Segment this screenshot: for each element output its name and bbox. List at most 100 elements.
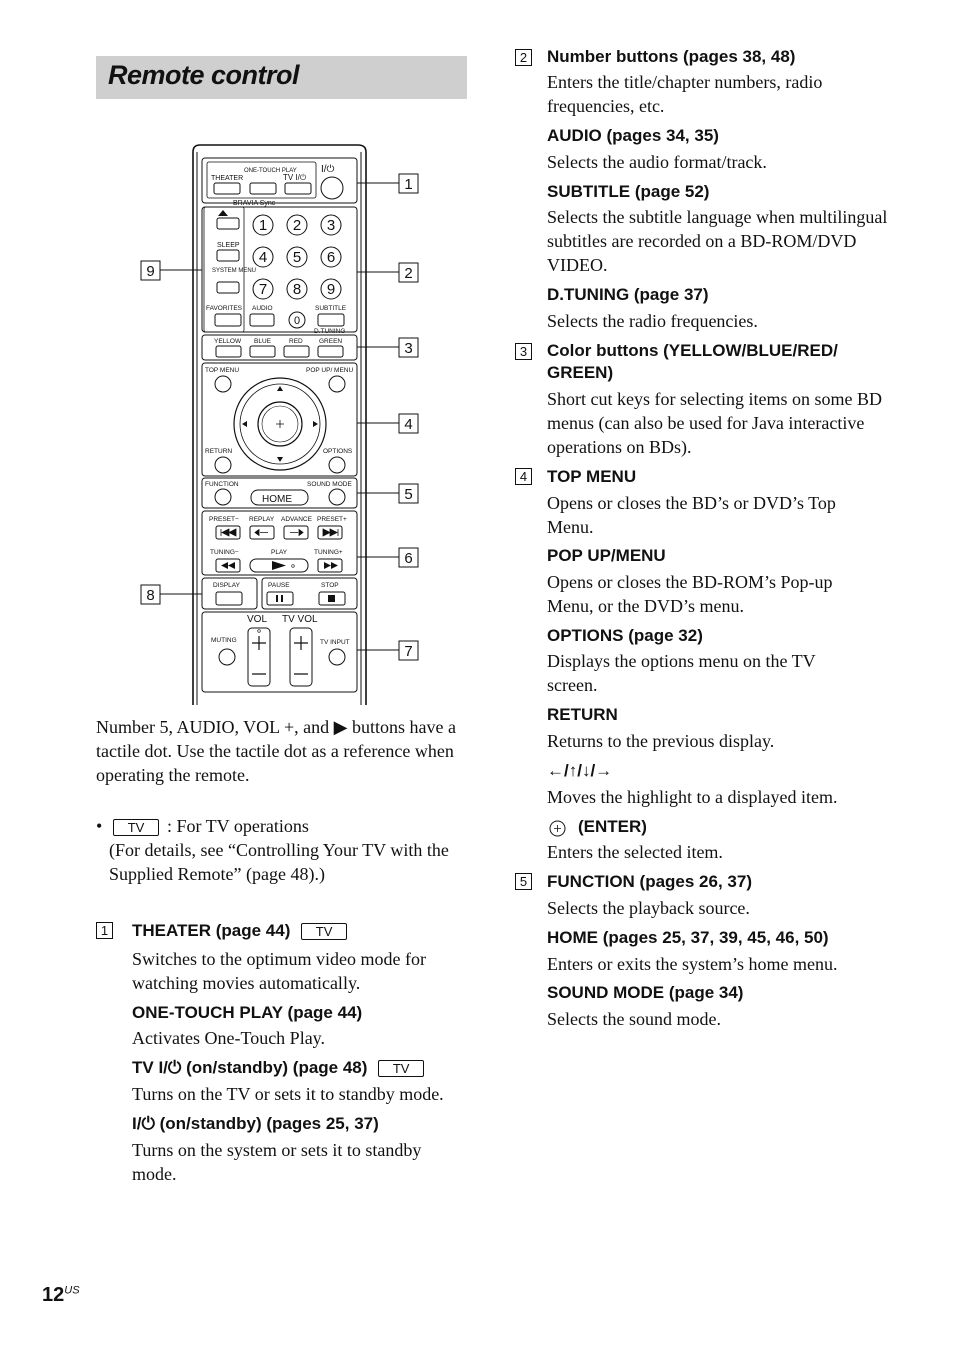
tv-note-1: : For TV operations — [167, 816, 309, 836]
digit-label-7: 7 — [259, 281, 267, 298]
top-menu-button[interactable] — [214, 375, 232, 393]
tv-vol-rocker[interactable] — [289, 627, 313, 687]
tuning-minus-button[interactable] — [215, 558, 241, 573]
tv-power-heading: TV I/⏻ (on/standby) (page 48) TV — [132, 1057, 425, 1079]
one-touch-play-button[interactable] — [249, 182, 277, 195]
enter-icon — [549, 820, 566, 837]
right-arrow-icon — [313, 421, 318, 427]
digit-label-6: 6 — [327, 249, 335, 266]
enter-heading: (ENTER) — [578, 817, 647, 836]
advance-icon — [290, 528, 304, 537]
item-number-3: 3 — [515, 343, 532, 360]
blue-button[interactable] — [249, 345, 276, 358]
advance-button[interactable] — [283, 525, 309, 540]
callout-box-2 — [398, 262, 419, 283]
digit-button-9[interactable] — [320, 278, 342, 300]
function-description: Selects the playback source. — [547, 898, 750, 918]
sound-mode-heading: SOUND MODE (page 34) — [547, 983, 744, 1002]
subtitle-label: SUBTITLE — [315, 305, 347, 312]
digit-button-0[interactable] — [288, 311, 306, 329]
digit-button-3[interactable] — [320, 214, 342, 236]
digit-button-4[interactable] — [252, 246, 274, 268]
page-number-value: 12 — [42, 1284, 65, 1306]
stop-button[interactable] — [318, 591, 346, 606]
preset-plus-button[interactable] — [317, 525, 343, 540]
play-label: PLAY — [271, 549, 288, 556]
digit-button-5[interactable] — [286, 246, 308, 268]
callout-number-2: 2 — [404, 265, 412, 282]
page-title: Remote control — [108, 60, 300, 90]
preset-plus-label: PRESET+ — [317, 516, 347, 523]
digit-label-8: 8 — [293, 281, 301, 298]
play-icon — [272, 561, 286, 570]
favorites-button[interactable] — [214, 313, 242, 327]
callout-box-7 — [398, 640, 419, 661]
top-menu-description: Opens or closes the BD’s or DVD’s Top Me… — [547, 493, 836, 537]
green-button[interactable] — [317, 345, 344, 358]
muting-label: MUTING — [211, 637, 237, 644]
callout-number-1: 1 — [404, 176, 412, 193]
display-button[interactable] — [215, 591, 243, 606]
power-heading: I/⏻ (on/standby) (pages 25, 37) — [132, 1114, 379, 1133]
system-menu-button[interactable] — [216, 281, 240, 294]
tv-input-button[interactable] — [328, 648, 346, 666]
muting-button[interactable] — [218, 648, 236, 666]
remote-control-illustration: THEATER ONE-TOUCH PLAY TV I/⏻ I/⏻ BRAVIA… — [140, 144, 419, 705]
yellow-button[interactable] — [215, 345, 242, 358]
subtitle-description: Selects the subtitle language when multi… — [547, 207, 888, 275]
callout-box-3 — [398, 337, 419, 358]
pause-label: PAUSE — [268, 582, 290, 589]
callout-number-4: 4 — [404, 416, 412, 433]
stop-icon — [328, 595, 335, 602]
digit-button-2[interactable] — [286, 214, 308, 236]
digit-label-9: 9 — [327, 281, 335, 298]
play-button[interactable] — [249, 558, 309, 573]
top-menu-label: TOP MENU — [205, 367, 239, 374]
one-touch-play-heading: ONE-TOUCH PLAY (page 44) — [132, 1003, 363, 1022]
home-heading: HOME (pages 25, 37, 39, 45, 46, 50) — [547, 928, 829, 947]
rewind-icon — [221, 562, 235, 569]
options-button[interactable] — [328, 456, 346, 474]
subtitle-button[interactable] — [317, 313, 345, 327]
options-heading: OPTIONS (page 32) — [547, 626, 703, 645]
tv-power-button[interactable] — [284, 182, 312, 195]
enter-button[interactable] — [257, 401, 303, 447]
replay-button[interactable] — [249, 525, 275, 540]
return-button[interactable] — [214, 456, 232, 474]
function-label: FUNCTION — [205, 481, 239, 488]
left-arrow-icon — [242, 421, 247, 427]
d-tuning-heading: D.TUNING (page 37) — [547, 285, 709, 304]
preset-minus-button[interactable] — [215, 525, 241, 540]
d-tuning-description: Selects the radio frequencies. — [547, 311, 758, 331]
digit-label-4: 4 — [259, 249, 267, 266]
one-touch-play-description: Activates One-Touch Play. — [132, 1028, 326, 1048]
tuning-plus-button[interactable] — [317, 558, 343, 573]
d-tuning-label: D.TUNING — [314, 328, 345, 335]
pause-button[interactable] — [266, 591, 294, 606]
popup-menu-label: POP UP/ MENU — [306, 367, 354, 374]
sleep-button[interactable] — [216, 249, 240, 262]
page-number-suffix: US — [64, 1284, 80, 1297]
direction-pad[interactable] — [233, 377, 327, 471]
callout-box-8 — [140, 584, 161, 605]
theater-description: Switches to the optimum video mode for w… — [132, 949, 426, 993]
red-button[interactable] — [283, 345, 310, 358]
digit-button-7[interactable] — [252, 278, 274, 300]
vol-rocker[interactable] — [247, 627, 271, 687]
eject-button[interactable] — [216, 217, 240, 230]
function-button[interactable] — [214, 488, 232, 506]
popup-menu-button[interactable] — [328, 375, 346, 393]
tactile-note: Number 5, AUDIO, VOL +, and ▶ buttons ha… — [96, 717, 456, 785]
digit-button-6[interactable] — [320, 246, 342, 268]
digit-button-1[interactable] — [252, 214, 274, 236]
tv-power-tv-chip: TV — [378, 1060, 425, 1078]
bravia-sync-label: BRAVIA Sync — [233, 200, 276, 207]
digit-button-8[interactable] — [286, 278, 308, 300]
home-button[interactable] — [250, 489, 309, 506]
sound-mode-button[interactable] — [328, 488, 346, 506]
power-button[interactable] — [320, 176, 344, 200]
number-buttons-heading: Number buttons (pages 38, 48) — [547, 47, 796, 66]
theater-button[interactable] — [213, 182, 241, 195]
audio-button[interactable] — [249, 313, 275, 327]
sound-mode-label: SOUND MODE — [307, 481, 352, 488]
